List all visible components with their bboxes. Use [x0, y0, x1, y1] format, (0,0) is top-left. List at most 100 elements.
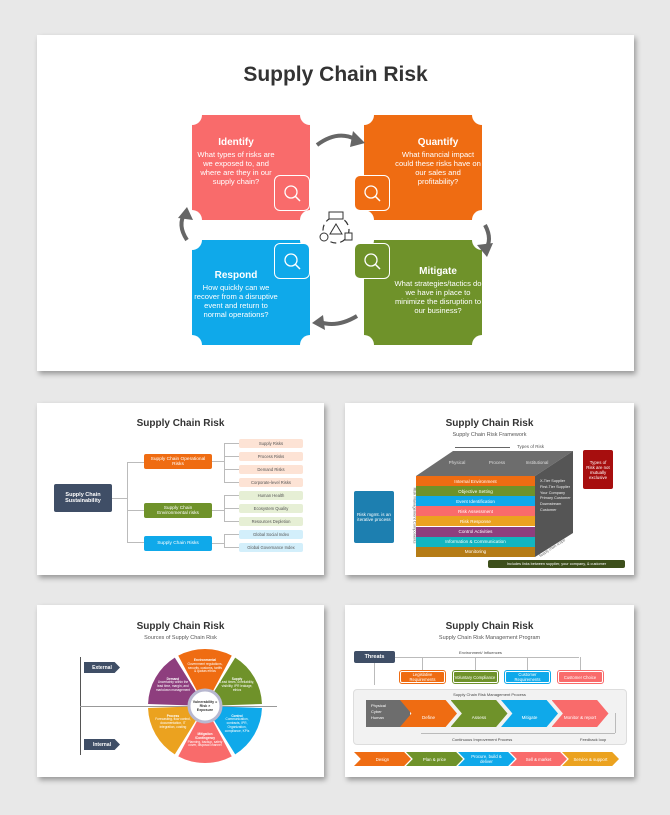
framework-layer: Control Activities [416, 526, 535, 537]
arrow-left-icon [312, 315, 325, 330]
scope-item: X-Tier Supplier [540, 479, 566, 483]
sector-title: Process [166, 713, 180, 718]
framework-layer: Monitoring [416, 546, 535, 557]
scope-item: Primary Customer [540, 496, 571, 501]
footer-note: Includes links between supplier, your co… [488, 560, 625, 568]
slide-subtitle: Supply Chain Risk Framework [452, 432, 527, 438]
risk-cube [416, 451, 573, 557]
quadrant-text: What financial impact could these risks … [395, 150, 481, 186]
branch-node: Supply Chain Risks [144, 536, 212, 551]
leaf-node: Process Risks [239, 452, 303, 461]
sector-text: Planning, backup, safety cover, disposal… [187, 739, 223, 748]
lifecycle-stage: Sell & market [510, 752, 567, 766]
internal-tag: Internal [84, 739, 120, 750]
scope-item: First-Tier Supplier [540, 484, 571, 489]
requirement-box: Customer Requirements [504, 670, 551, 684]
wheel-sector [148, 706, 196, 755]
center-formula: Vulnerability = Risk × Exposure [192, 700, 218, 712]
wheel-sector [178, 649, 232, 691]
feedback-label: Feedback loop [580, 737, 607, 742]
framework-layer: Objective Setting [416, 486, 535, 497]
slide-title: Supply Chain Risk [445, 418, 534, 429]
quadrant-text: How quickly can we recover from a disrup… [194, 283, 278, 319]
quadrant-title: Identify [218, 137, 254, 148]
leaf-node: Global Governance Index [239, 543, 303, 552]
branch-node: Supply Chain Environmental risks [144, 503, 212, 518]
leaf-node: Resources Depletion [239, 517, 303, 526]
scope-item: Downstream Customer [540, 502, 562, 512]
chat-bubbles-icon [274, 243, 310, 279]
environment-label: Environment/ Influences [457, 650, 504, 655]
framework-layer: Information & Communication [416, 536, 535, 547]
leaf-node: Corporate-level Risks [239, 478, 303, 487]
slide-title: Supply Chain Risk [445, 621, 534, 632]
sector-title: Environmental [193, 658, 217, 662]
slide-2-preview[interactable]: Supply Chain Risk Supply Chain Sustainab… [37, 403, 324, 575]
framework-layer: Risk Response [416, 516, 535, 527]
slide-4-preview[interactable]: Supply Chain Risk Sources of Supply Chai… [37, 605, 324, 777]
slide-subtitle: Supply Chain Risk Management Program [438, 635, 541, 641]
threat-type: Physical [371, 703, 386, 708]
risk-type-label: Institutional [525, 460, 549, 465]
lifecycle-stage: Design [354, 752, 411, 766]
sector-text: Communication, contracts, IPR, Organizat… [224, 717, 250, 733]
requirement-box: Customer Choice [556, 670, 604, 684]
arrow-right-icon [350, 131, 365, 147]
leaf-node: Global Social Index [239, 530, 303, 539]
wheel-sector [214, 657, 262, 706]
leaf-node: Human Health [239, 491, 303, 500]
sector-title: Supply [231, 676, 243, 681]
chart-magnifier-icon [354, 175, 390, 211]
leaf-node: Ecosystem Quality [239, 504, 303, 513]
threats-box: Threats [354, 651, 395, 663]
lifecycle-stage: Service & support [562, 752, 619, 766]
root-node: Supply Chain Sustainability [54, 484, 112, 512]
quadrant-title: Mitigate [419, 266, 457, 277]
sector-text: Government regulations, security, custom… [187, 661, 223, 674]
quadrant-text: What types of risks are we exposed to, a… [197, 150, 275, 186]
sector-text: Lead times, unreliability, visibility, I… [220, 680, 255, 692]
framework-layer: Internal Environment [416, 476, 535, 486]
leaf-node: Demand Risks [239, 465, 303, 474]
wheel-sector [178, 721, 232, 763]
threat-type: Human [371, 715, 384, 720]
quadrant-text: What strategies/tactics do we have in pl… [394, 279, 482, 315]
risk-type-label: Physical [448, 460, 466, 465]
slide-title: Supply Chain Risk [243, 63, 428, 86]
arrow-up-icon [178, 207, 193, 220]
threat-types [366, 700, 410, 727]
leaf-node: Supply Risks [239, 439, 303, 448]
slide-3-preview[interactable]: Supply Chain Risk Supply Chain Risk Fram… [345, 403, 634, 575]
types-of-risk-label: Types of Risk [517, 444, 545, 449]
scope-item: Your Company [540, 490, 565, 495]
slide-subtitle: Sources of Supply Chain Risk [144, 635, 217, 641]
lifecycle-stage: Plan & price [406, 752, 463, 766]
process-label: Supply Chain Risk Management Process [453, 692, 526, 697]
branch-node: Supply Chain Operational Risks [144, 454, 212, 469]
iterative-note: Risk mgmt. is an iterative process [354, 491, 394, 543]
not-exclusive-note: Types of Risk are not mutually exclusive [583, 450, 613, 489]
sector-title: Control [231, 713, 243, 718]
sector-title: Demand [166, 676, 180, 681]
slide-5-preview[interactable]: Supply Chain Risk Supply Chain Risk Mana… [345, 605, 634, 777]
side-label: Risk Management Components [412, 487, 418, 544]
lifecycle-stage: Procure, build & deliver [458, 752, 515, 766]
supply-chain-cycle-icon [319, 211, 353, 244]
wheel-sector [148, 657, 196, 706]
framework-layer: Event Identification [416, 496, 535, 507]
framework-layer: Risk Assessment [416, 506, 535, 517]
slide-title: Supply Chain Risk [136, 418, 225, 429]
umbrella-gear-icon [354, 243, 390, 279]
slide-title: Supply Chain Risk [136, 621, 225, 632]
sector-text: Uncertainty within the lead time, margin… [155, 680, 191, 692]
